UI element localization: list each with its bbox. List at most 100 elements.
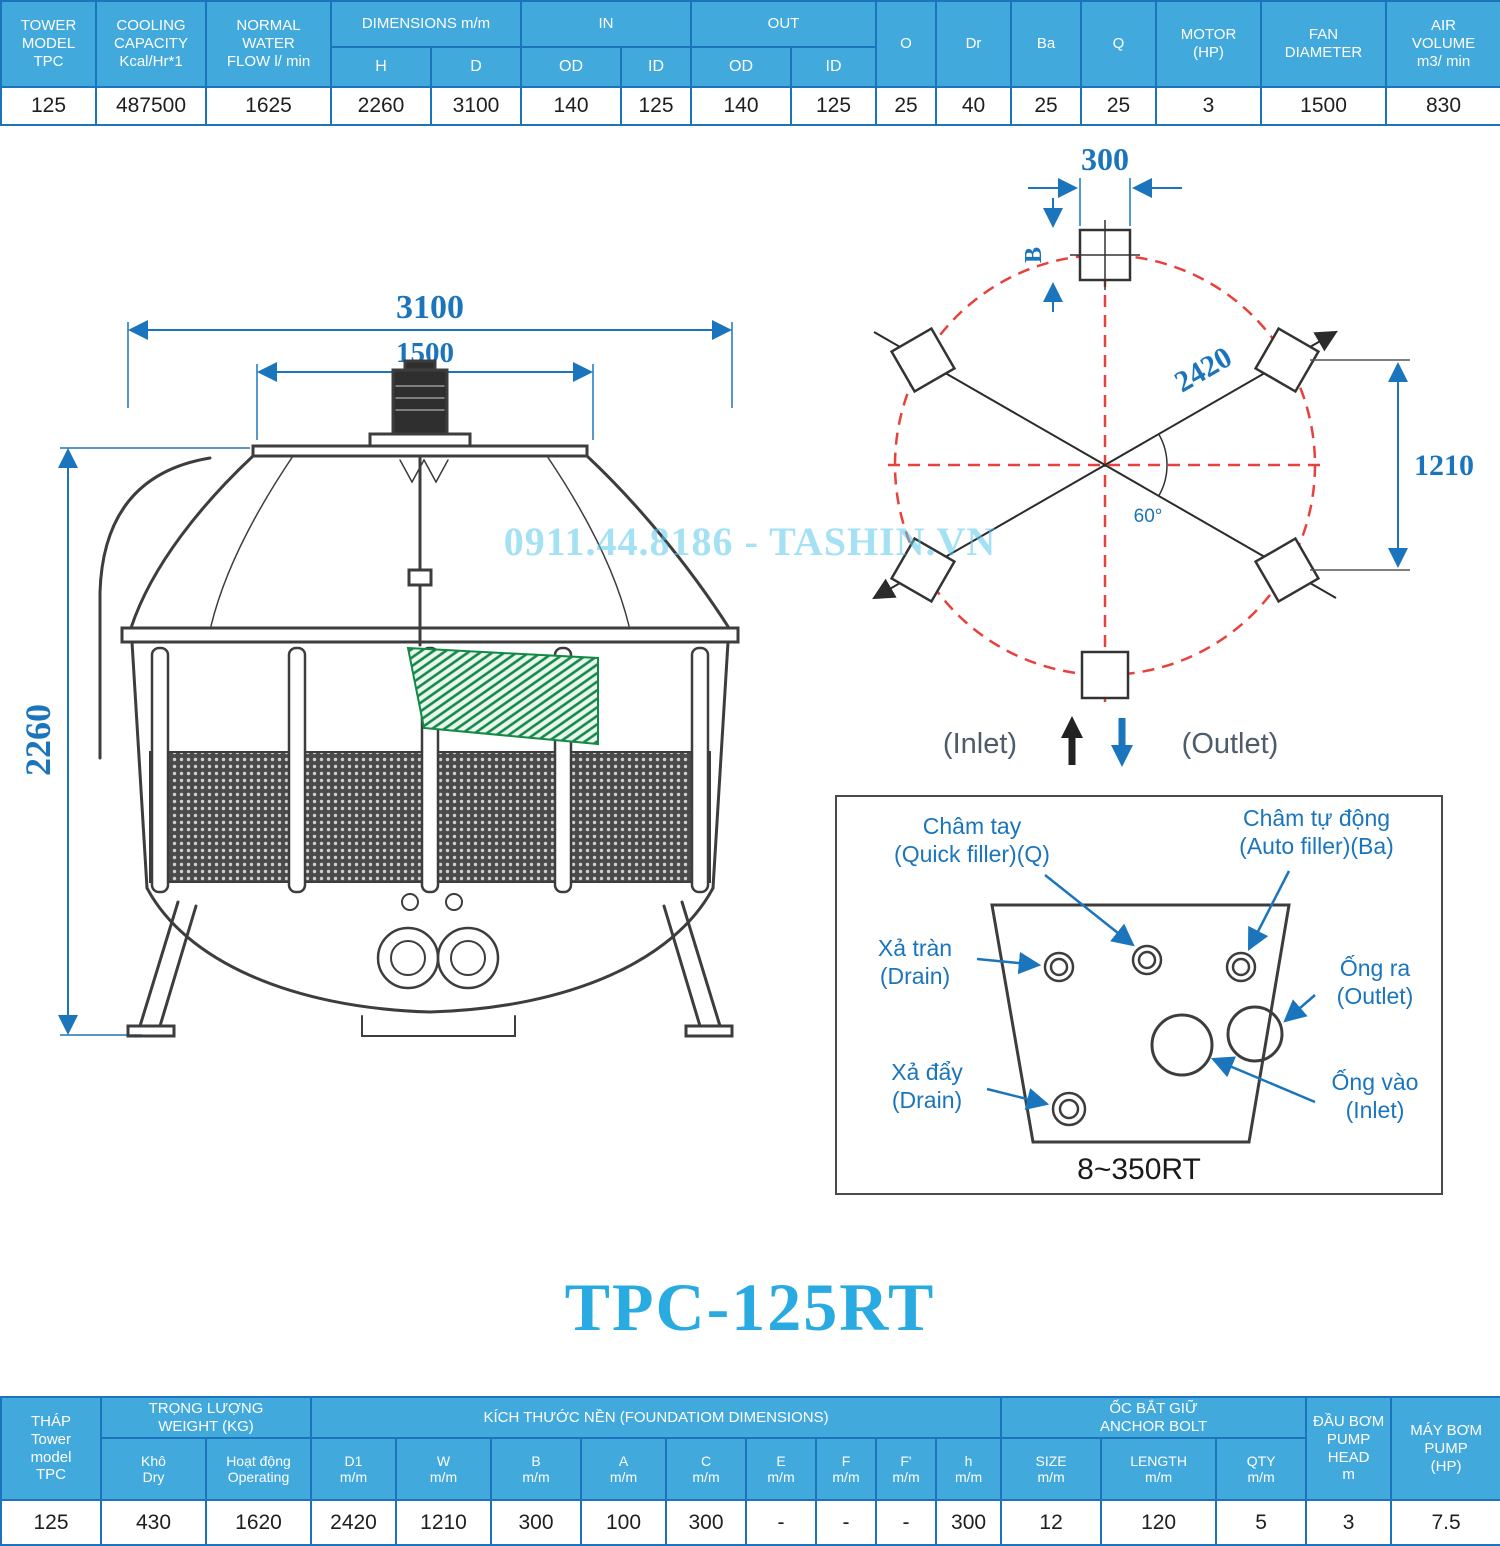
subheader-d: D xyxy=(430,46,522,88)
value-tower-model: 125 xyxy=(0,86,97,126)
value-foundation-h: 300 xyxy=(934,1499,1003,1546)
subheader-operating: Hoạt động Operating xyxy=(205,1437,312,1502)
value-out-od: 140 xyxy=(690,86,792,126)
tower-outline xyxy=(98,359,740,1038)
subheader-c: C m/m xyxy=(665,1437,747,1502)
header-air-volume: AIR VOLUME m3/ min xyxy=(1385,0,1500,88)
inlet-port xyxy=(1150,1013,1214,1077)
basin-outline xyxy=(990,903,1291,1144)
top-dim-300-label: 300 xyxy=(1081,141,1129,177)
header-q: Q xyxy=(1080,0,1158,88)
header-tower-model: TOWER MODEL TPC xyxy=(0,0,97,88)
header-ba: Ba xyxy=(1010,0,1083,88)
value-fan-diameter: 1500 xyxy=(1260,86,1388,126)
bottom-flange-right xyxy=(436,926,500,990)
header-weight: TRỌNG LƯỢNG WEIGHT (KG) xyxy=(100,1395,312,1440)
bottom-drain-label: Xả đẩy (Drain) xyxy=(891,1059,963,1113)
fill-media xyxy=(406,646,599,746)
value-f: - xyxy=(815,1499,877,1546)
spec-table: TOWER MODEL TPC COOLING CAPACITY Kcal/Hr… xyxy=(0,0,1500,126)
inlet-arrow xyxy=(1061,716,1083,765)
front-view-drawing: 3100 1500 2260 xyxy=(18,289,740,1038)
header-thap-model: THÁP Tower model TPC xyxy=(0,1395,102,1502)
subheader-bolt-qty: QTY m/m xyxy=(1215,1437,1308,1502)
subheader-a: A m/m xyxy=(580,1437,667,1502)
subheader-w: W m/m xyxy=(395,1437,492,1502)
foundation-group-header-row: THÁP Tower model TPC TRỌNG LƯỢNG WEIGHT … xyxy=(0,1395,1500,1502)
value-dr: 40 xyxy=(935,86,1013,126)
value-b: 300 xyxy=(490,1499,582,1546)
header-dimensions: DIMENSIONS m/m xyxy=(330,0,522,48)
header-o: O xyxy=(875,0,938,88)
header-motor: MOTOR (HP) xyxy=(1155,0,1263,88)
subheader-out-od: OD xyxy=(690,46,792,88)
value-h: 2260 xyxy=(330,86,432,126)
header-anchor-bolt: ỐC BẮT GIỮ ANCHOR BOLT xyxy=(1000,1395,1308,1440)
subheader-bolt-size: SIZE m/m xyxy=(1000,1437,1103,1502)
angle-arc xyxy=(1158,433,1168,497)
header-foundation-dims: KÍCH THƯỚC NỀN (FOUNDATIOM DIMENSIONS) xyxy=(309,1395,1003,1440)
foundation-sub-header-row: Khô Dry Hoạt động Operating D1 m/m W m/m… xyxy=(1,1437,1500,1502)
header-dr: Dr xyxy=(935,0,1013,88)
anchor-pads xyxy=(889,228,1321,700)
bottom-flange-left xyxy=(376,926,440,990)
angle-60-label: 60° xyxy=(1134,506,1163,527)
outlet-port-label: Ống ra (Outlet) xyxy=(1336,955,1414,1009)
value-pump-hp: 7.5 xyxy=(1390,1499,1500,1546)
value-in-id: 125 xyxy=(620,86,692,126)
dim-1210 xyxy=(1310,359,1410,571)
foundation-values-row: 125 430 1620 2420 1210 300 100 300 - - -… xyxy=(0,1499,1500,1546)
header-pump: MÁY BƠM PUMP (HP) xyxy=(1390,1395,1500,1502)
value-bolt-size: 12 xyxy=(1000,1499,1103,1546)
value-out-id: 125 xyxy=(789,86,878,126)
subheader-h: h m/m xyxy=(934,1437,1003,1502)
value-weight-operating: 1620 xyxy=(205,1499,312,1546)
quick-filler-label: Châm tay (Quick filler)(Q) xyxy=(894,813,1050,867)
inlet-label: (Inlet) xyxy=(943,728,1017,760)
subheader-out-id: ID xyxy=(789,46,878,88)
value-d: 3100 xyxy=(430,86,522,126)
value-cooling-capacity: 487500 xyxy=(95,86,207,126)
value-water-flow: 1625 xyxy=(205,86,332,126)
outlet-port xyxy=(1226,1005,1284,1063)
top-view-drawing: 300 B 2420 1210 60° (Inlet) (Outlet) xyxy=(872,141,1474,767)
subheader-in-od: OD xyxy=(520,46,622,88)
header-fan-diameter: FAN DIAMETER xyxy=(1260,0,1388,88)
bottom-drain-port xyxy=(1051,1091,1087,1127)
quick-filler-port xyxy=(1131,944,1163,976)
header-pump-head: ĐẦU BƠM PUMP HEAD m xyxy=(1305,1395,1393,1502)
bolt-circle xyxy=(888,235,1322,702)
value-d1: 2420 xyxy=(310,1499,397,1546)
value-in-od: 140 xyxy=(520,86,622,126)
overflow-drain-label: Xả tràn (Drain) xyxy=(877,935,953,989)
header-normal-water-flow: NORMAL WATER FLOW l/ min xyxy=(205,0,332,88)
overflow-drain-port xyxy=(1043,951,1075,983)
value-o: 25 xyxy=(875,86,938,126)
dim-3100 xyxy=(127,320,733,408)
diagonal-line xyxy=(873,331,1337,599)
subheader-f: F m/m xyxy=(815,1437,877,1502)
value-motor-hp: 3 xyxy=(1155,86,1263,126)
spec-values-row: 125 487500 1625 2260 3100 140 125 140 12… xyxy=(0,86,1500,126)
top-dim-2420-label: 2420 xyxy=(1169,340,1237,399)
model-title: TPC-125RT xyxy=(564,1269,936,1345)
value-bolt-length: 120 xyxy=(1100,1499,1218,1546)
value-w: 1210 xyxy=(395,1499,492,1546)
label-arrows xyxy=(976,870,1316,1111)
fan-motor xyxy=(368,432,472,448)
value-c: 300 xyxy=(665,1499,747,1546)
header-cooling-capacity: COOLING CAPACITY Kcal/Hr*1 xyxy=(95,0,207,88)
connection-detail-drawing xyxy=(976,870,1316,1144)
subheader-e: E m/m xyxy=(745,1437,817,1502)
value-q: 25 xyxy=(1080,86,1158,126)
foundation-table: THÁP Tower model TPC TRỌNG LƯỢNG WEIGHT … xyxy=(0,1395,1500,1546)
subheader-dry: Khô Dry xyxy=(100,1437,207,1502)
subheader-bolt-length: LENGTH m/m xyxy=(1100,1437,1218,1502)
subheader-in-id: ID xyxy=(620,46,692,88)
header-out: OUT xyxy=(689,0,878,48)
value-air-volume: 830 xyxy=(1385,86,1500,126)
front-dim-3100-label: 3100 xyxy=(396,289,464,326)
value-e: - xyxy=(745,1499,817,1546)
header-in: IN xyxy=(520,0,692,48)
dim-300 xyxy=(1028,178,1182,226)
